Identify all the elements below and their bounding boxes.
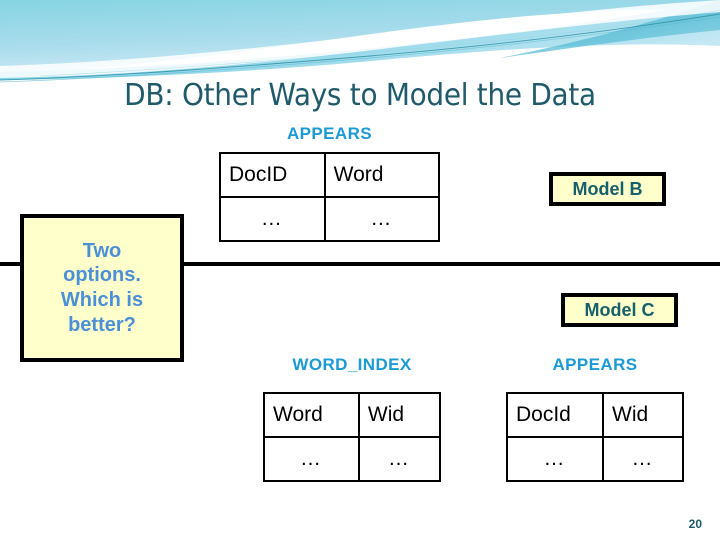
word-index-caption: WORD_INDEX <box>292 355 412 374</box>
cell-value-word: … <box>263 436 360 482</box>
table-row: … … <box>219 196 441 242</box>
appears-table-top: DocID Word … … <box>219 152 441 242</box>
table-row: … … <box>263 436 442 482</box>
appears-table-bottom: DocId Wid … … <box>505 392 684 482</box>
word-index-table: Word Wid … … <box>263 392 442 482</box>
model-c-label: Model C <box>584 299 655 320</box>
table-row: DocID Word <box>219 152 441 198</box>
cell-value-wid: … <box>602 436 684 482</box>
divider-line-left <box>0 262 22 266</box>
model-b-badge: Model B <box>549 172 666 206</box>
cell-value-docid: … <box>505 436 605 482</box>
table-row: … … <box>505 436 684 482</box>
table-row: DocId Wid <box>505 392 684 438</box>
cell-value-docid: … <box>219 196 326 242</box>
cell-header-word: Word <box>263 392 360 438</box>
model-c-badge: Model C <box>561 293 678 327</box>
cell-header-wid: Wid <box>602 392 684 438</box>
header-decoration <box>0 0 720 83</box>
model-b-label: Model B <box>572 178 643 199</box>
appears-caption-bottom: APPEARS <box>552 355 638 374</box>
cell-header-wid: Wid <box>357 392 442 438</box>
table-row: Word Wid <box>263 392 442 438</box>
page-number: 20 <box>688 517 702 531</box>
cell-header-word: Word <box>323 152 441 198</box>
cell-header-docid: DocId <box>505 392 605 438</box>
slide-title: DB: Other Ways to Model the Data <box>124 78 596 113</box>
cell-header-docid: DocID <box>219 152 326 198</box>
appears-caption-top: APPEARS <box>287 124 372 143</box>
divider-line-right <box>182 262 720 266</box>
cell-value-word: … <box>323 196 441 242</box>
cell-value-wid: … <box>357 436 442 482</box>
